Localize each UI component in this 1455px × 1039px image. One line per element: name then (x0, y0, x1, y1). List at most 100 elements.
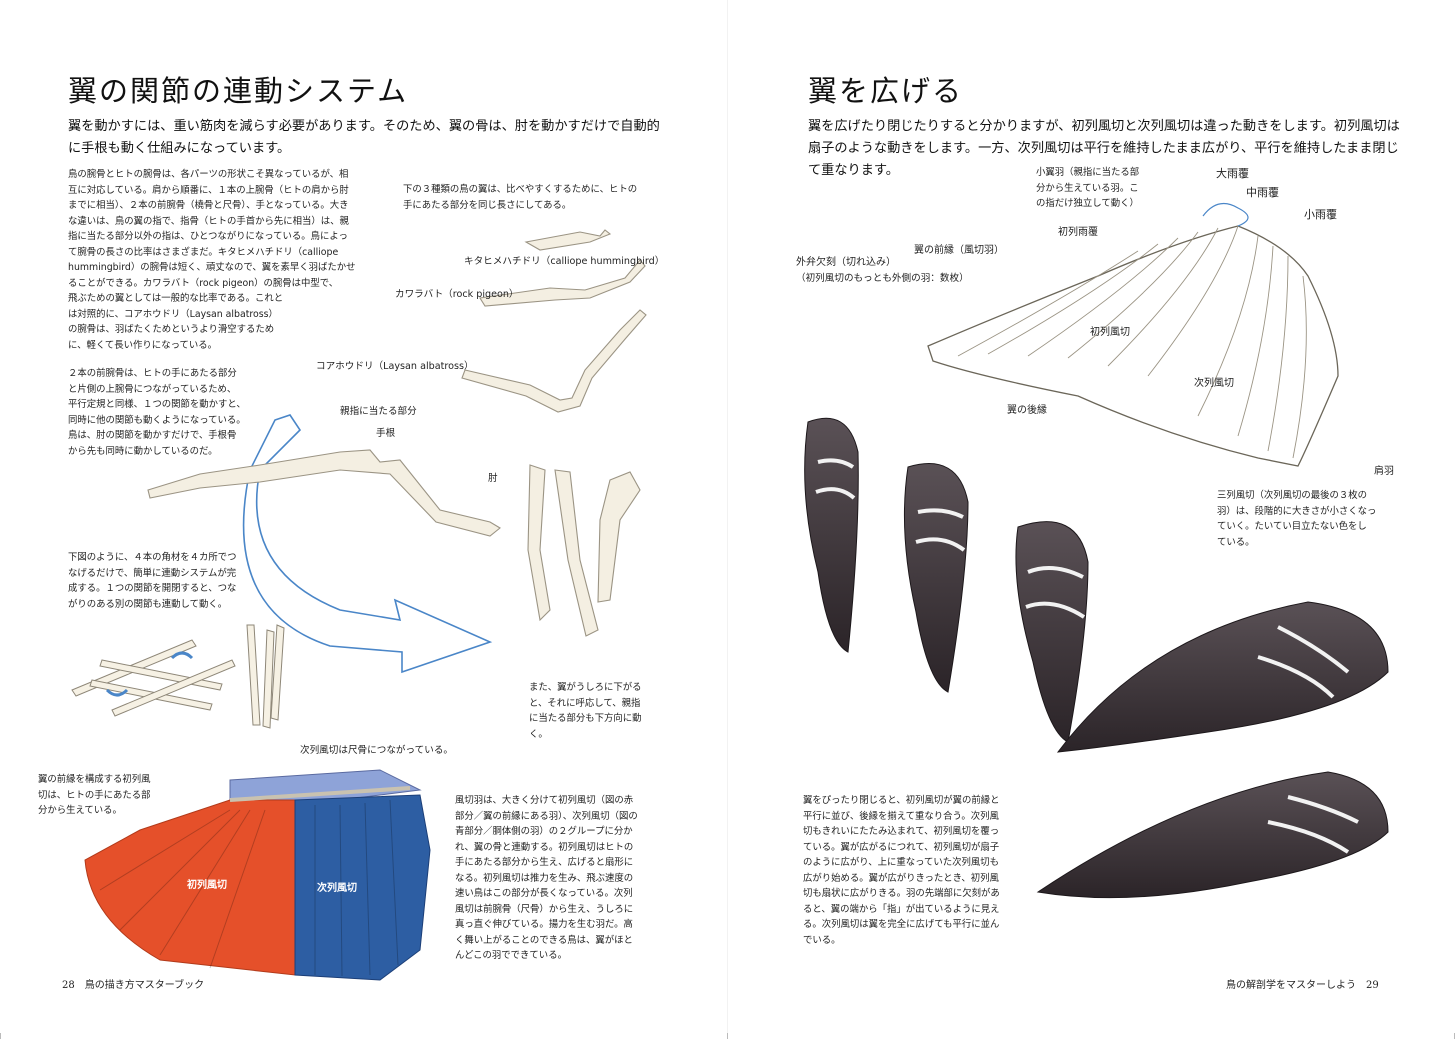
wing-fold-arrow-illustration (147, 414, 641, 674)
note-line: 分から生えている。 (38, 805, 122, 816)
compare-note: 下の３種類の鳥の翼は、比べやすくするために、ヒトの 手にあたる部分を同じ長さにし… (403, 182, 637, 213)
bones-note: 鳥の腕骨とヒトの腕骨は、各パーツの形状こそ異なっているが、相 互に対応している。… (68, 167, 355, 353)
note-line: 切もきれいにたたみ込まれて、初列風切を覆っ (803, 826, 1000, 837)
linkage-sticks-illustration (71, 624, 285, 729)
carpus-label: 手根 (376, 428, 396, 439)
note-line: がりのある別の関節も連動して動く。 (68, 598, 228, 610)
forearm-note: ２本の前腕骨は、ヒトの手にあたる部分 と片側の上腕骨につながっているため、 平行… (68, 366, 246, 459)
crop-mark (0, 1033, 1, 1039)
note-line: 風切羽は、大きく分けて初列風切（図の赤 (455, 795, 634, 806)
note-line: ると、翼の端から「指」が出ているように見え (803, 903, 1000, 915)
note-line: く舞い上がることのできる鳥は、翼がほと (455, 934, 633, 946)
secondaries-label: 次列風切 (317, 883, 357, 894)
note-line: と片側の上腕骨につながっているため、 (68, 383, 237, 395)
wing-bone-comparison-illustration (461, 229, 647, 413)
note-line: て腕骨の長さの比率はさまざまだ。キタヒメハチドリ（calliope (68, 246, 339, 258)
primaries-label: 初列風切 (1090, 327, 1130, 338)
open-wing-line-drawing (927, 202, 1339, 467)
note-line: 成する。１つの関節を開閉すると、つな (68, 583, 237, 594)
note-line: 鳥は、肘の関節を動かすだけで、手根骨 (68, 430, 237, 441)
greater-coverts-label: 大雨覆 (1216, 167, 1249, 180)
note-line: の指だけ独立して動く） (1036, 198, 1139, 209)
note-line: ２本の前腕骨は、ヒトの手にあたる部分 (68, 368, 237, 379)
note-line: 飛ぶための翼としては一般的な比率である。これと (68, 293, 284, 304)
crop-mark (727, 1033, 728, 1039)
lead-line: に手根も動く仕組みになっています。 (68, 141, 291, 156)
note-line: 切も扇状に広がりきる。羽の先端部に欠刻があ (803, 888, 1000, 899)
right-footer: 鳥の解剖学をマスターしよう 29 (1226, 976, 1389, 991)
note-line: 部分／翼の前縁にある羽）、次列風切（図の (455, 810, 638, 822)
note-line: なる。初列風切は推力を生み、飛ぶ速度の (455, 872, 634, 884)
note-line: 青部分／胴体側の羽）の２グループに分か (455, 826, 633, 837)
note-line: 分から生えている羽。こ (1036, 182, 1139, 194)
note-line: 平行に並び、後縁を揃えて重なり合う。次列風 (803, 810, 999, 822)
tertials-note: 三列風切（次列風切の最後の３枚の 羽）は、段階的に大きさが小さくなっ ていく。た… (1217, 488, 1376, 550)
thumb-label: 親指に当たる部分 (340, 406, 417, 417)
page-number: 29 (1366, 980, 1379, 991)
note-line: 互に対応している。肩から順番に、１本の上腕骨（ヒトの肩から肘 (68, 184, 349, 196)
colored-wing-illustration (84, 769, 431, 981)
pigeon-label: カワラバト（rock pigeon） (395, 289, 519, 300)
note-line: る。次列風切は翼を完全に広げても平行に並ん (803, 919, 1000, 930)
note-line: ていく。たいてい目立たない色をし (1217, 521, 1367, 532)
note-line: 手にあたる部分を同じ長さにしてある。 (403, 199, 572, 211)
note-line: ることができる。カワラバト（rock pigeon）の腕骨は中型で、 (68, 277, 339, 289)
note-line: んどこの羽でできている。 (455, 950, 567, 961)
primaries-label: 初列風切 (187, 880, 227, 891)
elbow-label: 肘 (488, 473, 498, 484)
note-line: の腕骨は、羽ばたくためというより滑空するため (68, 324, 275, 335)
primary-coverts-label: 初列雨覆 (1058, 227, 1098, 238)
left-page: 翼の関節の連動システム 翼を動かすには、重い筋肉を減らす必要があります。そのため… (0, 0, 727, 1039)
note-line: のように広がり、上に重なっていた次列風切も (803, 857, 1000, 868)
right-page: 翼を広げる 翼を広げたり閉じたりすると分かりますが、初列風切と次列風切は違った動… (728, 0, 1455, 1039)
note-line: ている。翼が広がるにつれて、初列風切が扇子 (803, 841, 1000, 853)
note-line: 鳥の腕骨とヒトの腕骨は、各パーツの形状こそ異なっているが、相 (68, 169, 349, 180)
note-line: に当たる部分も下方向に動 (529, 713, 642, 724)
albatross-label: コアホウドリ（Laysan albatross） (316, 361, 474, 372)
trailing-edge-label: 翼の後縁 (1007, 405, 1047, 416)
note-line: ている。 (1217, 536, 1255, 548)
page-number: 28 (62, 980, 75, 991)
note-line: 真っ直ぐ伸びている。揚力を生む羽だ。高 (455, 919, 633, 930)
lead-line: て重なります。 (808, 163, 899, 178)
note-line: 下の３種類の鳥の翼は、比べやすくするために、ヒトの (403, 184, 638, 195)
lead-line: 翼を動かすには、重い筋肉を減らす必要があります。そのため、翼の骨は、肘を動かすだ… (68, 119, 660, 134)
note-line: でいる。 (803, 934, 841, 946)
note-line: 翼をぴったり閉じると、初列風切が翼の前縁と (803, 795, 1000, 806)
alula-note: 小翼羽（親指に当たる部 分から生えている羽。こ の指だけ独立して動く） (1036, 165, 1139, 212)
median-coverts-label: 中雨覆 (1246, 186, 1279, 199)
secondaries-label: 次列風切 (1194, 378, 1234, 389)
note-line: なげるだけで、簡単に連動システムが完 (68, 567, 237, 579)
page-title: 翼を広げる (808, 74, 964, 108)
secondaries-ulna-label: 次列風切は尺骨につながっている。 (300, 745, 454, 756)
scapulars-label: 肩羽 (1374, 466, 1394, 477)
note-line: 手にあたる部分から生え、広げると扇形に (455, 857, 634, 868)
primaries-front-note: 翼の前縁を構成する初列風 切は、ヒトの手にあたる部 分から生えている。 (38, 772, 151, 819)
note-line: な違いは、鳥の翼の指で、指骨（ヒトの手首から先に相当）は、親 (68, 215, 349, 227)
note-line: までに相当）、２本の前腕骨（橈骨と尺骨）、手となっている。大き (68, 200, 349, 211)
note-line: と、それに呼応して、親指 (529, 697, 641, 709)
note-line: から先も同時に動かしているのだ。 (68, 445, 218, 457)
note-line: hummingbird）の腕骨は短く、頑丈なので、翼を素早く羽ばたかせ (68, 262, 356, 273)
thumb-down-note: また、翼がうしろに下がる と、それに呼応して、親指 に当たる部分も下方向に動 く… (529, 680, 642, 742)
note-line: 平行定規と同様、１つの関節を動かすと、 (68, 399, 246, 410)
running-head: 鳥の解剖学をマスターしよう (1226, 980, 1356, 991)
lead-line: 扇子のような動きをします。一方、次列風切は平行を維持したまま広がり、平行を維持し… (808, 141, 1399, 156)
leading-edge-label: 翼の前縁（風切羽） (914, 245, 1004, 256)
folding-note: 翼をぴったり閉じると、初列風切が翼の前縁と 平行に並び、後縁を揃えて重なり合う。… (803, 793, 1000, 948)
note-line: 下図のように、４本の角材を４カ所でつ (68, 552, 237, 563)
emargination-sub-label: （初列風切のもっとも外側の羽：数枚） (796, 273, 969, 284)
gutter (727, 0, 728, 1039)
wing-opening-sequence-paintings (804, 417, 1389, 899)
note-line: れ、翼の骨と連動する。初列風切はヒトの (455, 841, 634, 853)
note-line: 指に当たる部分以外の指は、ひとつながりになっている。鳥によっ (68, 231, 348, 242)
note-line: く。 (529, 728, 548, 740)
flight-feathers-note: 風切羽は、大きく分けて初列風切（図の赤 部分／翼の前縁にある羽）、次列風切（図の… (455, 793, 638, 964)
note-line: に、軽くて長い作りになっている。 (68, 339, 217, 351)
emargination-label: 外弁欠刻（切れ込み） (796, 257, 896, 268)
lesser-coverts-label: 小雨覆 (1304, 208, 1337, 221)
note-line: 広がり始める。翼が広がりきったとき、初列風 (803, 872, 999, 884)
hummingbird-label: キタヒメハチドリ（calliope hummingbird） (464, 256, 665, 267)
note-line: 速い鳥はこの部分が長くなっている。次列 (455, 888, 633, 899)
